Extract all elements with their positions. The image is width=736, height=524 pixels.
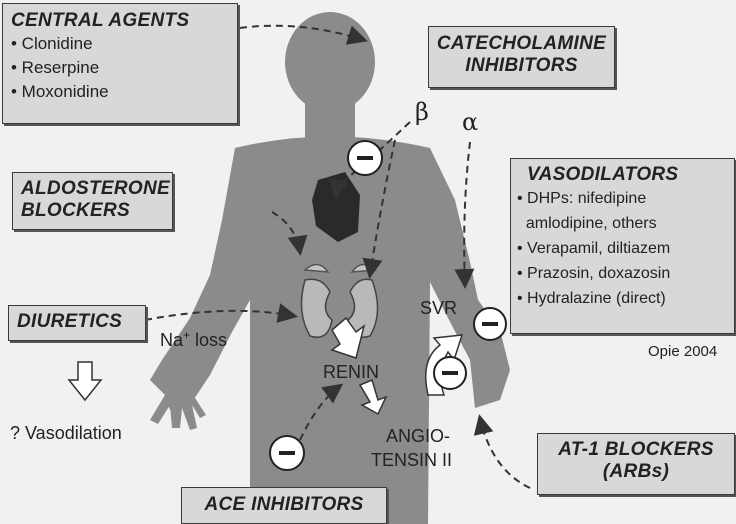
angiotensin-label-line1: ANGIO- [386,426,450,447]
vasodilator-item: amlodipine, others [517,211,728,236]
central-agent-item: • Reserpine [11,56,229,80]
aldosterone-title-line2: BLOCKERS [21,200,164,222]
beta-label: β [415,98,429,126]
inhibition-circle-beta [348,141,382,175]
inhibition-circle-at1 [434,357,466,389]
vasodilator-item: • Verapamil, diltiazem [517,236,728,261]
catecholamine-title-line2: INHIBITORS [433,55,610,77]
alpha-label: α [462,108,478,136]
vasodilators-box: VASODILATORS • DHPs: nifedipine amlodipi… [510,158,735,334]
at1-title-line1: AT-1 BLOCKERS [542,439,730,461]
aldosterone-title-line1: ALDOSTERONE [21,178,164,200]
vasodilator-item: • Prazosin, doxazosin [517,261,728,286]
vasodilation-label: ? Vasodilation [10,423,122,444]
central-agents-box: CENTRAL AGENTS • Clonidine • Reserpine •… [2,3,238,124]
diuretics-box: DIURETICS [8,305,146,341]
na-loss-label: Na+ loss [160,328,227,351]
ace-title: ACE INHIBITORS [186,494,382,516]
renin-label: RENIN [323,362,379,383]
vasodilator-item: • DHPs: nifedipine [517,186,728,211]
at1-blockers-box: AT-1 BLOCKERS (ARBs) [537,433,735,495]
credit-label: Opie 2004 [648,343,717,360]
central-agent-item: • Moxonidine [11,80,229,104]
central-agents-title: CENTRAL AGENTS [11,10,229,32]
inhibition-circle-svr [474,308,506,340]
aldosterone-blockers-box: ALDOSTERONE BLOCKERS [12,172,173,230]
catecholamine-title-line1: CATECHOLAMINE [433,33,610,55]
inhibition-circle-ace [270,436,304,470]
diuretics-title: DIURETICS [17,311,137,333]
vasodilator-item: • Hydralazine (direct) [517,286,728,311]
ace-inhibitors-box: ACE INHIBITORS [181,487,387,524]
vasodilators-title: VASODILATORS [527,164,728,186]
angiotensin-label-line2: TENSIN II [371,450,452,471]
catecholamine-inhibitors-box: CATECHOLAMINE INHIBITORS [428,26,615,88]
at1-blocker-arrow [480,418,530,488]
central-agent-item: • Clonidine [11,32,229,56]
vasodilation-down-arrow [69,362,101,400]
at1-title-line2: (ARBs) [542,461,730,483]
svr-label: SVR [420,298,457,319]
